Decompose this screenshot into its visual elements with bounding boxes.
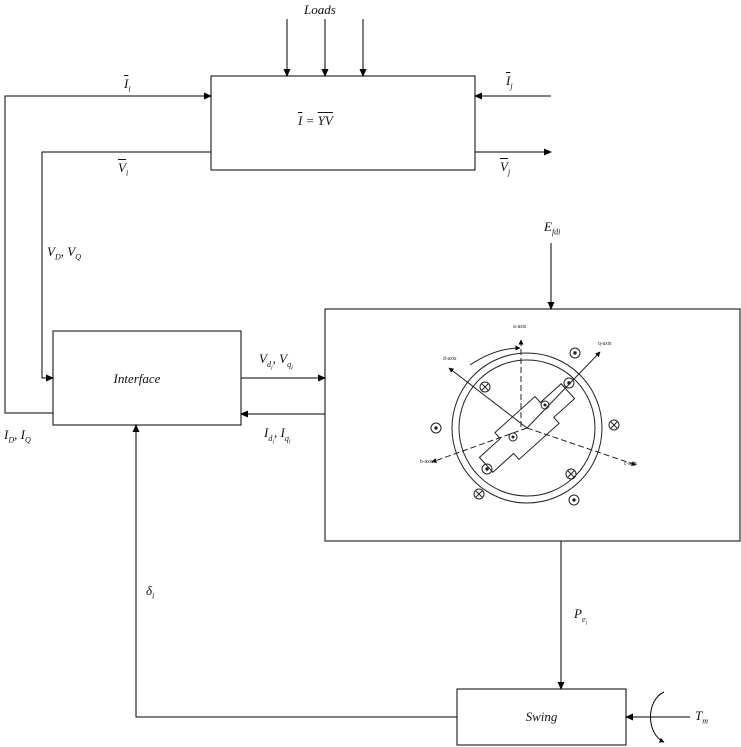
tm-label: Tm [695, 708, 709, 726]
ij-label: Ij [506, 73, 513, 91]
efd-label: Efdi [544, 219, 561, 237]
interface-title: Interface [113, 371, 161, 386]
vdq-label: Vdi, Vqi [259, 351, 293, 372]
network-box [210, 75, 476, 171]
delta-line [132, 424, 457, 718]
current-feedback-line [4, 92, 212, 414]
vi-label: Vi [118, 160, 129, 178]
b-axis-label: b-axis [420, 459, 434, 465]
ii-label: Ii [124, 76, 131, 94]
loads-label: Loads [304, 2, 336, 17]
torque-curve [650, 691, 665, 743]
voltage-line [41, 151, 211, 382]
network-equation: I = YV [298, 113, 333, 128]
id-iq-label: ID, IQ [4, 427, 31, 445]
a-axis-label: a-axis [513, 324, 527, 330]
interface-box [52, 330, 242, 426]
pe-label: Pei [574, 606, 588, 627]
delta-label: δi [146, 583, 155, 601]
swing-box [456, 688, 627, 746]
vj-label: Vj [500, 159, 511, 177]
q-axis-label: q-axis [598, 341, 612, 347]
vd-vq-label: VD, VQ [47, 244, 81, 262]
swing-title: Swing [525, 709, 558, 724]
idq-label: Idi, Iqi [264, 425, 291, 446]
d-axis-label: d-axis [443, 356, 457, 362]
c-axis-label: c-axis [624, 461, 638, 467]
machine-cross-section [430, 339, 637, 506]
